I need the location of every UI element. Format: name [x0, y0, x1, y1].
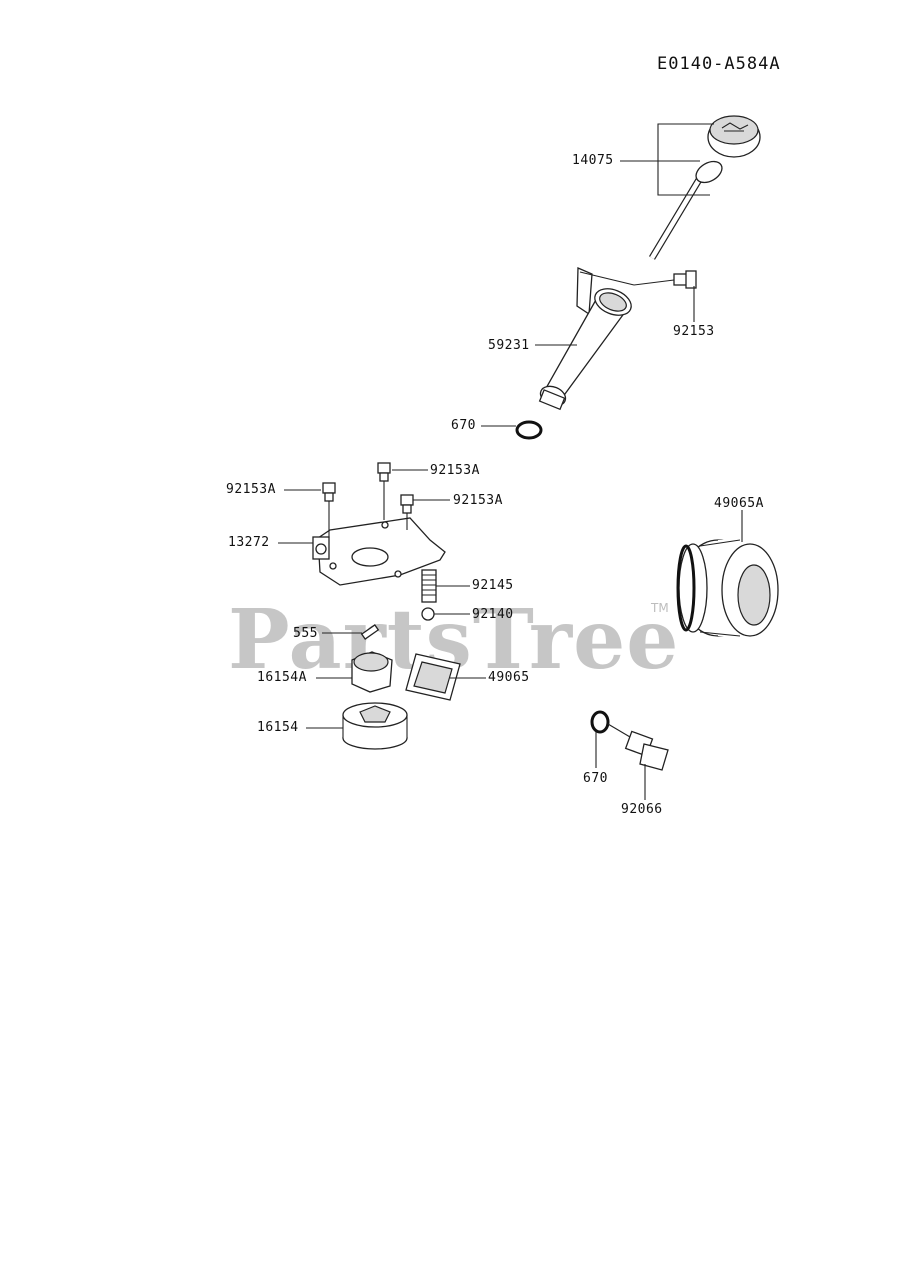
label-16154A[interactable]: 16154A	[257, 670, 307, 685]
spring-92145-illustration	[421, 569, 437, 603]
label-92153A-left[interactable]: 92153A	[226, 482, 276, 497]
screen-49065-illustration	[405, 653, 461, 701]
outer-rotor-illustration	[342, 702, 408, 750]
leader-lines	[278, 123, 743, 800]
oil-fill-tube-illustration	[538, 267, 635, 411]
diagram-code: E0140-A584A	[657, 54, 781, 74]
bolts-92153A-illustration	[322, 462, 414, 514]
label-59231[interactable]: 59231	[488, 338, 530, 353]
o-ring-670-top	[515, 420, 543, 440]
label-670-bottom[interactable]: 670	[583, 771, 608, 786]
dipstick-illustration	[648, 115, 761, 260]
label-16154[interactable]: 16154	[257, 720, 299, 735]
label-92153A-right[interactable]: 92153A	[453, 493, 503, 508]
bolt-92153-illustration	[633, 270, 697, 289]
pin-555	[360, 624, 380, 640]
label-13272[interactable]: 13272	[228, 535, 270, 550]
label-92153A-mid[interactable]: 92153A	[430, 463, 480, 478]
label-92145[interactable]: 92145	[472, 578, 514, 593]
trademark-mark: TM	[651, 601, 669, 615]
o-ring-670-bottom	[590, 710, 610, 734]
label-49065[interactable]: 49065	[488, 670, 530, 685]
label-555[interactable]: 555	[293, 626, 318, 641]
label-670-top[interactable]: 670	[451, 418, 476, 433]
label-92153[interactable]: 92153	[673, 324, 715, 339]
drain-plug-illustration	[624, 730, 669, 771]
inner-rotor-illustration	[351, 651, 393, 693]
oil-filter-illustration	[676, 539, 779, 637]
label-49065A[interactable]: 49065A	[714, 496, 764, 511]
label-14075[interactable]: 14075	[572, 153, 614, 168]
label-92066[interactable]: 92066	[621, 802, 663, 817]
oil-pump-cover-illustration	[312, 517, 446, 586]
ball-92140	[421, 607, 435, 621]
label-92140[interactable]: 92140	[472, 607, 514, 622]
